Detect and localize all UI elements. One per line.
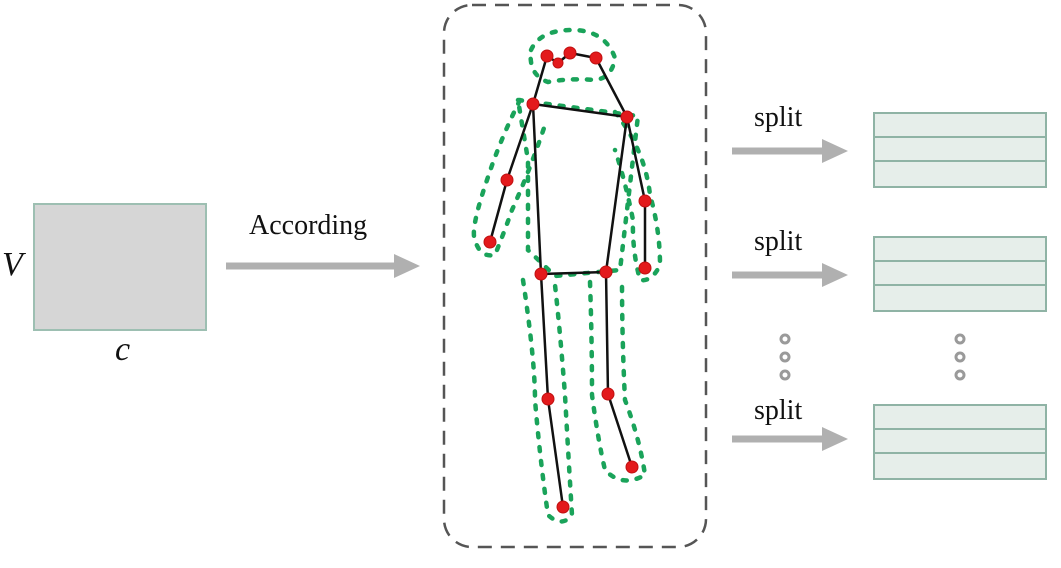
input-matrix [33, 203, 207, 331]
matrix-row-label: V [2, 246, 23, 283]
split-block-row [875, 430, 1045, 454]
joint-left-hand [483, 235, 497, 249]
split-label-2: split [754, 226, 803, 257]
joint-right-foot [625, 460, 639, 474]
joint-right-knee [601, 387, 615, 401]
split-arrow-2 [732, 263, 848, 287]
joint-left-hip [534, 267, 548, 281]
ellipsis-dots-left [779, 333, 791, 381]
split-block-row [875, 262, 1045, 286]
left-arm-region [471, 97, 548, 258]
joint-head-center [552, 57, 564, 69]
right-leg-region [587, 277, 648, 483]
split-block-row [875, 114, 1045, 138]
split-label-3: split [754, 395, 803, 426]
joint-head-left [540, 49, 554, 63]
head-region [528, 27, 618, 85]
joint-left-knee [541, 392, 555, 406]
split-block-row [875, 138, 1045, 162]
skeleton-joints [483, 46, 652, 514]
joint-right-shoulder [620, 110, 634, 124]
according-label: According [249, 210, 368, 241]
joint-left-elbow [500, 173, 514, 187]
according-arrow [226, 254, 420, 278]
joint-head-right [589, 51, 603, 65]
split-arrow-3 [732, 427, 848, 451]
split-label-1: split [754, 102, 803, 133]
joint-right-hip [599, 265, 613, 279]
joint-left-foot [556, 500, 570, 514]
left-leg-region [520, 277, 575, 524]
body-part-regions [471, 27, 663, 524]
matrix-col-label: c [115, 331, 131, 368]
joint-left-shoulder [526, 97, 540, 111]
split-block-row [875, 406, 1045, 430]
right-arm-region [612, 109, 663, 283]
split-block-3 [873, 404, 1047, 480]
ellipsis-dots-right [954, 333, 966, 381]
joint-right-elbow [638, 194, 652, 208]
joint-head-top [563, 46, 577, 60]
split-block-row [875, 238, 1045, 262]
split-arrow-1 [732, 139, 848, 163]
split-block-2 [873, 236, 1047, 312]
torso-region [515, 97, 641, 279]
skeleton-frame [442, 3, 708, 549]
joint-right-hand [638, 261, 652, 275]
split-block-1 [873, 112, 1047, 188]
